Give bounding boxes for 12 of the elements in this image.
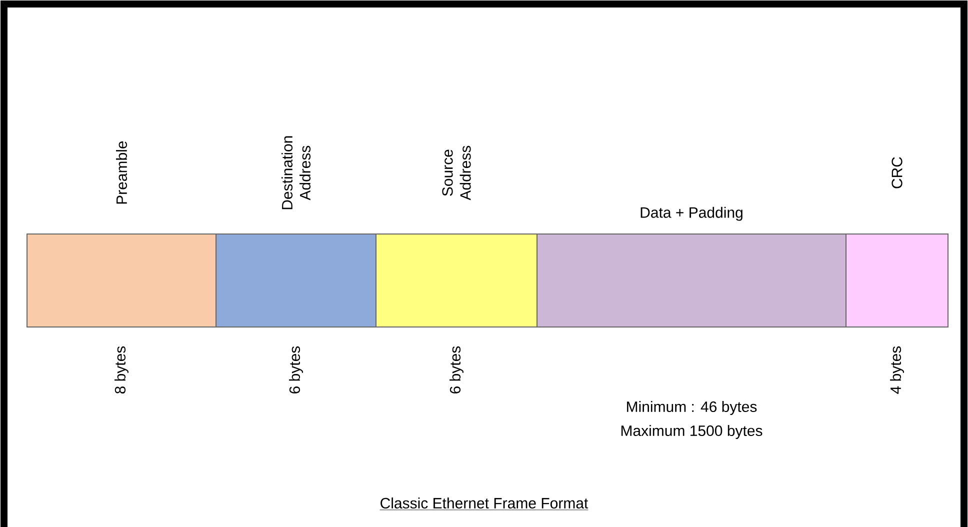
field-size: Minimum : 46 bytes: [627, 401, 757, 415]
field-size: 6 bytes: [289, 346, 303, 394]
field-name: Data + Padding: [640, 206, 742, 221]
field-name: Destination Address: [282, 136, 310, 210]
field-size: 6 bytes: [450, 346, 464, 394]
field-size: 4 bytes: [890, 346, 904, 394]
caption: Classic Ethernet Frame Format: [380, 498, 588, 510]
field-size: 8 bytes: [114, 346, 128, 394]
field-size: Maximum 1500 bytes: [621, 425, 762, 439]
field-name: Source Address: [442, 146, 471, 200]
field-name: CRC: [892, 157, 902, 188]
field-name: Preamble: [116, 141, 127, 204]
